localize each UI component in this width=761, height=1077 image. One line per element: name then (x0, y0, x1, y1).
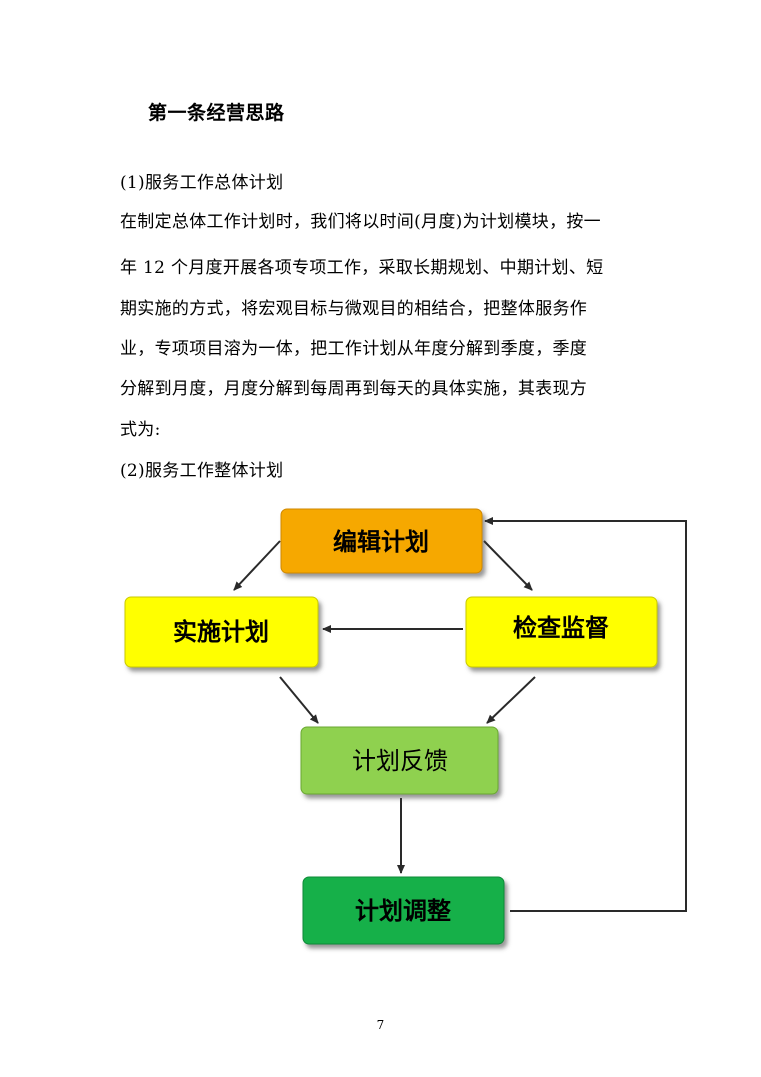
paragraph-line: 在制定总体工作计划时，我们将以时间(月度)为计划模块，按一 (120, 212, 601, 232)
node-label: 检查监督 (513, 614, 609, 642)
arrow-implement-to-feedback (279, 676, 319, 724)
section2-title: (2)服务工作整体计划 (120, 461, 284, 481)
paragraph-line: 年 12 个月度开展各项专项工作，采取长期规划、中期计划、短 (120, 258, 604, 278)
node-label: 计划调整 (355, 897, 451, 925)
paragraph-line: 业，专项项目溶为一体，把工作计划从年度分解到季度，季度 (120, 339, 588, 359)
page-number: 7 (376, 1018, 385, 1032)
arrow-adjust-to-edit (484, 517, 687, 912)
paragraph-line: 式为: (120, 420, 161, 440)
node-plan-adjust: 计划调整 (302, 876, 505, 945)
arrow-inspect-to-feedback (486, 676, 536, 724)
node-inspect-supervise: 检查监督 (465, 596, 658, 668)
node-label: 计划反馈 (352, 747, 448, 775)
paragraph-line: 分解到月度，月度分解到每周再到每天的具体实施，其表现方 (120, 379, 588, 399)
node-edit-plan: 编辑计划 (280, 508, 483, 574)
node-plan-feedback: 计划反馈 (300, 726, 499, 795)
section-heading: 第一条经营思路 (148, 102, 285, 124)
paragraph-line: 期实施的方式，将宏观目标与微观目的相结合，把整体服务作 (120, 299, 588, 319)
arrow-edit-to-implement (233, 540, 281, 591)
node-label: 实施计划 (173, 618, 269, 646)
section1-title: (1)服务工作总体计划 (120, 173, 284, 193)
node-label: 编辑计划 (333, 528, 429, 556)
node-implement-plan: 实施计划 (124, 596, 319, 668)
arrow-edit-to-inspect (483, 540, 533, 591)
